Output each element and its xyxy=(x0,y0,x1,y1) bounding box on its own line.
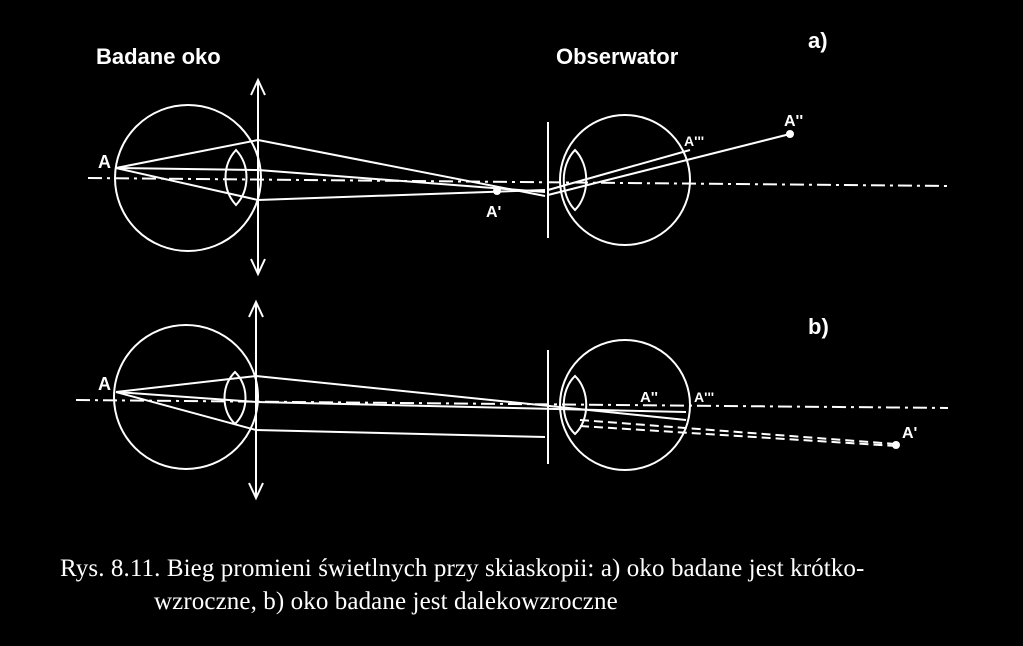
point-a2-label-a: A'' xyxy=(784,113,803,130)
optical-axis-a xyxy=(87,177,949,187)
point-a3-label-b: A''' xyxy=(694,389,714,405)
point-a2-label-b: A'' xyxy=(640,389,658,406)
ray-a-3 xyxy=(115,167,259,171)
caption-line-1: Rys. 8.11. Bieg promieni świetlnych przy… xyxy=(60,555,865,582)
panel-a xyxy=(87,77,949,277)
ray-a-5 xyxy=(257,189,546,201)
point-a3-label-a: A''' xyxy=(684,133,704,149)
caption-line-2: wzroczne, b) oko badane jest dalekowzroc… xyxy=(154,588,618,615)
observer-lens-b xyxy=(562,374,588,436)
point-a-label-b: A xyxy=(98,374,111,394)
panel-b xyxy=(75,299,949,501)
point-a1-label-b: A' xyxy=(902,425,917,442)
label-observer: Obserwator xyxy=(556,44,679,69)
label-panel-a: a) xyxy=(808,28,828,53)
lens-arrow-up-icon-b xyxy=(248,299,264,318)
virtual-ray-b-2 xyxy=(579,425,897,447)
figure-caption: Rys. 8.11. Bieg promieni świetlnych przy… xyxy=(60,552,1000,618)
lens-arrow-down-icon-b xyxy=(248,482,264,501)
ray-b-6 xyxy=(255,429,546,438)
observer-lens-a xyxy=(562,148,588,212)
ray-a-4 xyxy=(257,139,546,197)
lens-arrow-up-icon xyxy=(250,77,266,96)
ray-a-1 xyxy=(115,139,259,169)
observer-eye-a xyxy=(559,114,691,246)
observer-eye-b xyxy=(559,339,691,471)
ray-b-2 xyxy=(115,391,257,403)
optical-axis-b xyxy=(75,399,949,409)
examined-eye-b xyxy=(113,324,259,470)
virtual-ray-b-1 xyxy=(579,419,897,445)
examined-eye-a xyxy=(114,104,262,252)
ray-b-3 xyxy=(115,391,257,431)
label-examined-eye: Badane oko xyxy=(96,44,221,69)
ray-a-2 xyxy=(115,167,259,201)
ray-a-7 xyxy=(547,133,791,196)
eye-lens-a xyxy=(224,148,248,207)
point-a1-marker-b xyxy=(892,441,900,449)
ray-b-1 xyxy=(115,375,257,393)
point-a2-marker xyxy=(786,130,794,138)
point-a-label-a: A xyxy=(98,152,111,172)
lens-arrow-down-icon xyxy=(250,258,266,277)
ray-a-8 xyxy=(547,149,691,191)
ray-b-5 xyxy=(255,401,687,413)
label-panel-b: b) xyxy=(808,314,829,339)
point-a1-label-a: A' xyxy=(486,204,501,221)
ray-b-4 xyxy=(255,375,687,421)
point-a1-marker xyxy=(493,187,501,195)
